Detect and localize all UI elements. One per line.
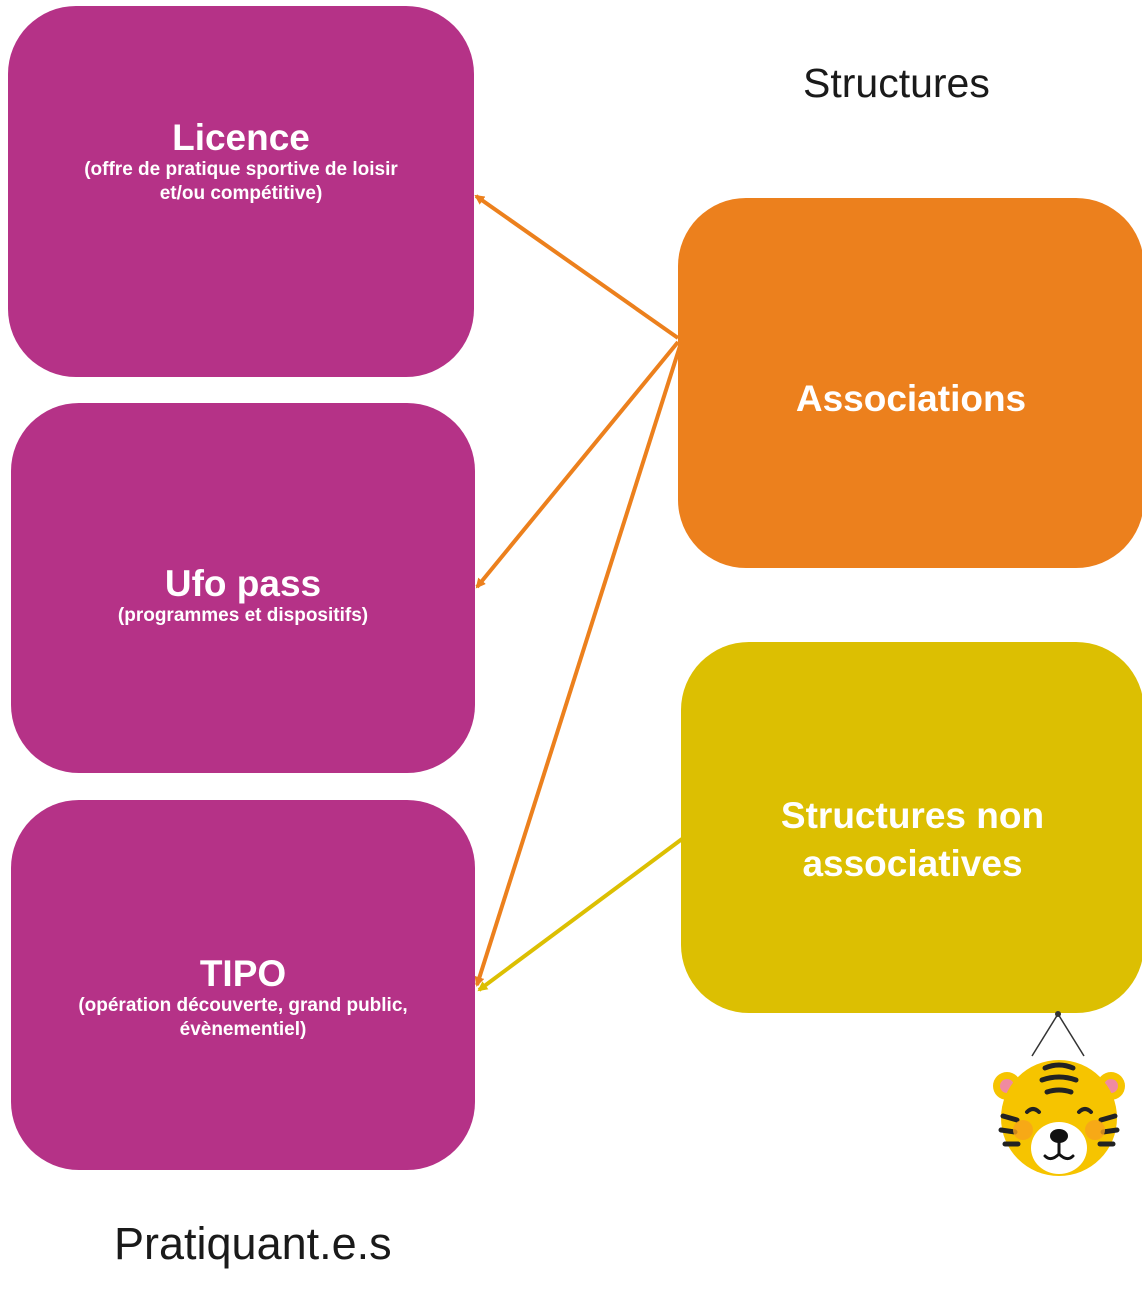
structures-heading: Structures [803, 60, 990, 106]
associations-label: Associations [795, 378, 1027, 419]
pratiquants-heading: Pratiquant.e.s [114, 1218, 392, 1269]
ufo-pass-subtitle: (programmes et dispositifs) [117, 604, 369, 626]
arrow-associations-licence [474, 194, 680, 340]
ufo-pass-box: Ufo pass (programmes et dispositifs) [11, 403, 475, 773]
licence-subtitle: (offre de pratique sportive de loisir et… [84, 158, 398, 204]
non-associative-structures-box: Structures non associatives [681, 642, 1142, 1013]
tipo-box: TIPO (opération découverte, grand public… [11, 800, 475, 1170]
arrow-nonassoc-tipo [477, 837, 684, 992]
arrow-associations-tipo [474, 345, 682, 987]
tipo-subtitle: (opération découverte, grand public, évè… [78, 994, 408, 1040]
associations-box: Associations [678, 198, 1142, 568]
non-associative-structures-label: Structures non associatives [780, 794, 1045, 884]
tiger-mascot-icon [993, 1011, 1125, 1176]
tipo-title: TIPO [199, 952, 287, 994]
ufo-pass-title: Ufo pass [164, 562, 322, 604]
arrow-associations-ufo [475, 340, 680, 589]
licence-title: Licence [172, 116, 310, 158]
licence-box: Licence (offre de pratique sportive de l… [8, 6, 474, 377]
